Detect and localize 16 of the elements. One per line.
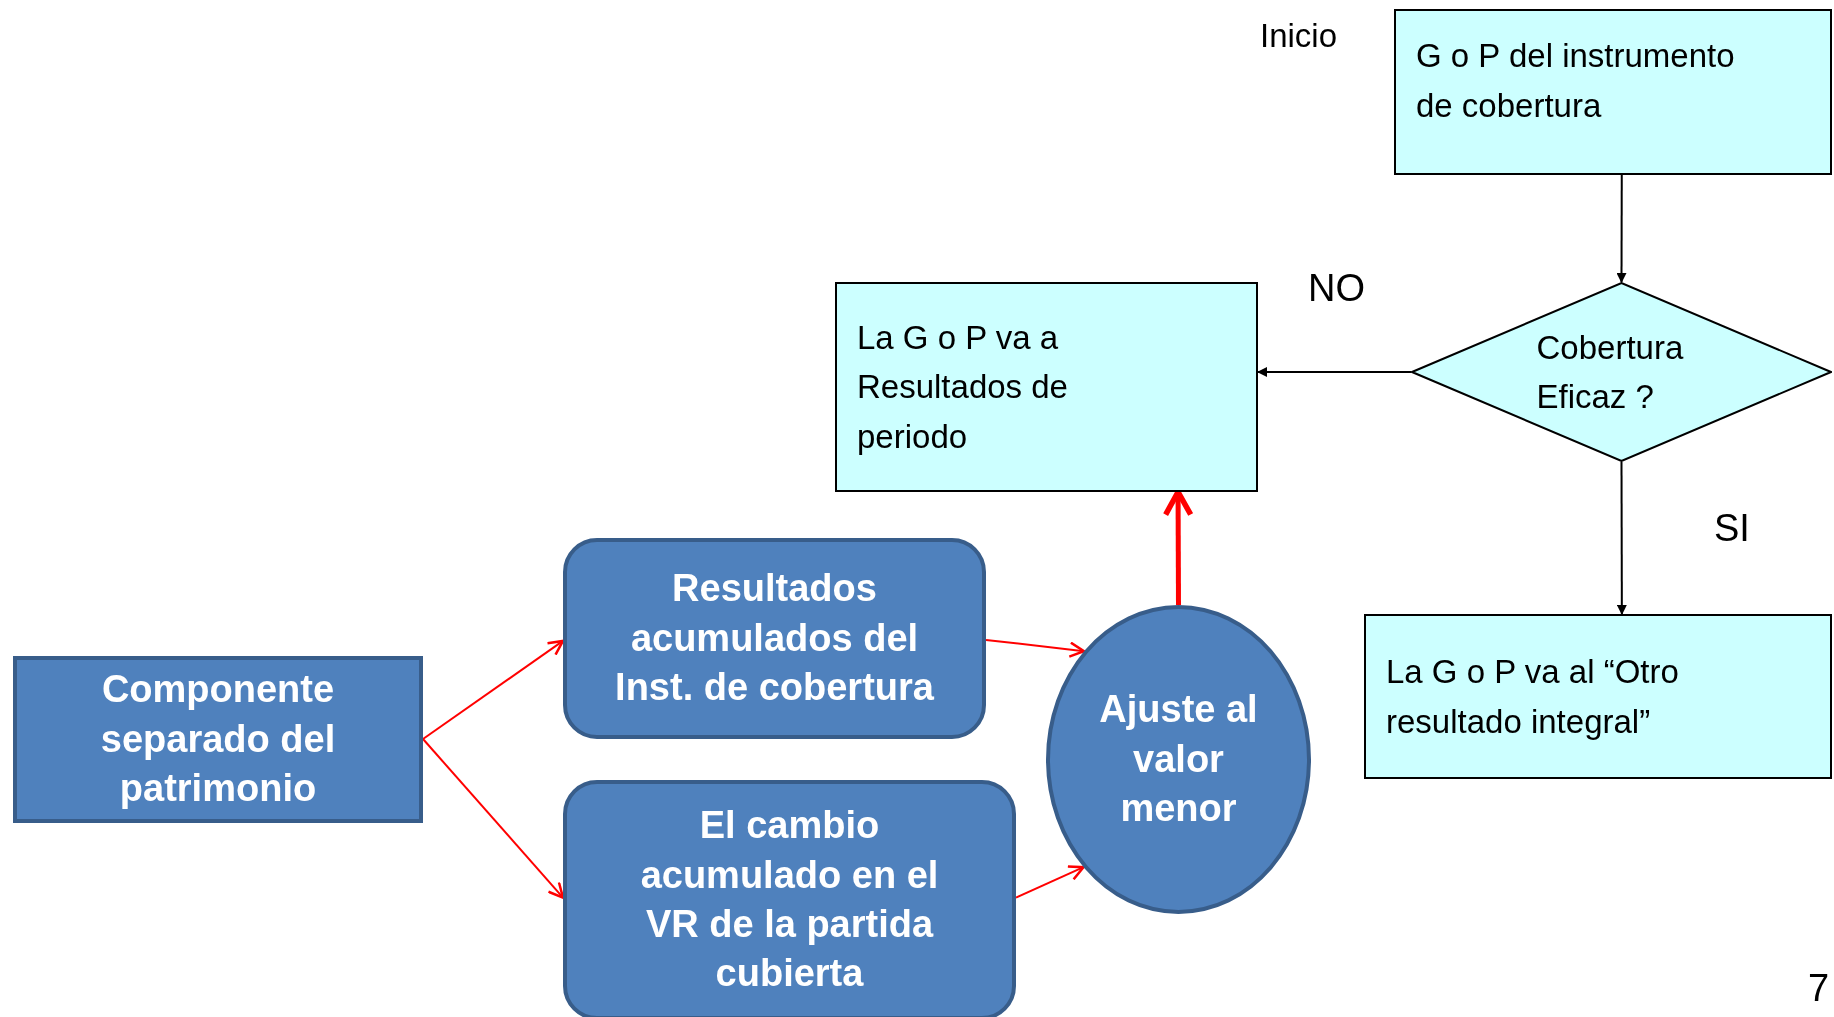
arrow bbox=[422, 639, 565, 740]
process-box: La G o P va al “Otro resultado integral” bbox=[1364, 614, 1832, 779]
rounded-box: El cambio acumulado en el VR de la partida cubierta bbox=[563, 780, 1016, 1017]
arrow bbox=[1616, 461, 1627, 615]
arrow bbox=[1015, 865, 1085, 899]
arrow bbox=[422, 738, 565, 899]
process-box: Componente separado del patrimonio bbox=[13, 656, 423, 823]
arrow bbox=[1162, 489, 1194, 605]
arrow bbox=[1257, 367, 1412, 377]
arrow bbox=[1616, 174, 1627, 283]
rounded-box: Resultados acumulados del Inst. de cobertura bbox=[563, 538, 986, 739]
arrow bbox=[985, 638, 1086, 658]
circle-node: Ajuste al valor menor bbox=[1046, 605, 1311, 914]
process-box: G o P del instrumento de cobertura bbox=[1394, 9, 1832, 175]
decision-diamond: Cobertura Eficaz ? bbox=[1411, 282, 1832, 462]
process-box: La G o P va a Resultados de periodo bbox=[835, 282, 1258, 492]
